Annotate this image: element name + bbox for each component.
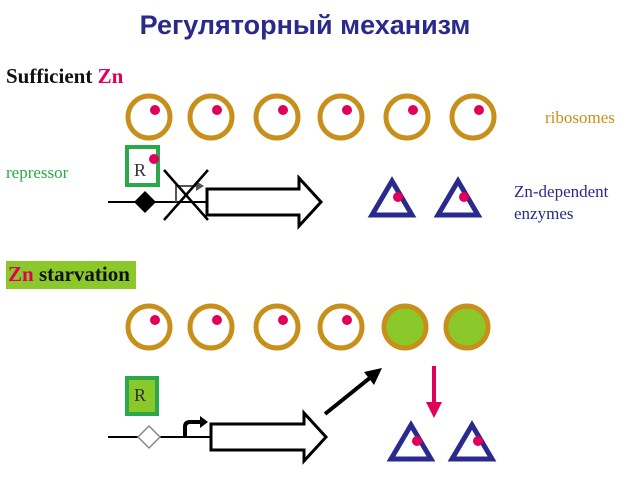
promoter-arrow-icon	[175, 185, 196, 202]
ribosome-zn-bound	[452, 96, 494, 138]
ribosome-zn-bound	[128, 96, 170, 138]
ribosome-zn-bound	[190, 306, 232, 348]
repressor-letter: R	[134, 160, 146, 180]
gene-arrow-icon	[205, 174, 324, 230]
section-prefix: Sufficient	[6, 64, 98, 88]
section-label-zn-starvation: Zn starvation	[6, 261, 136, 289]
ribosome-zn-bound	[128, 306, 170, 348]
repressor-letter: R	[134, 385, 146, 405]
ribosome-zn-bound	[320, 306, 362, 348]
ribosomes-label: ribosomes	[545, 108, 615, 127]
repressor-free: R	[125, 376, 159, 416]
block-x-icon	[163, 169, 209, 221]
ribosome-zn-bound	[190, 96, 232, 138]
ribosome-zn-bound	[320, 96, 362, 138]
ribosome-zn-bound	[256, 306, 298, 348]
promoter-arrowhead-icon	[200, 416, 208, 428]
section-suffix: starvation	[33, 262, 130, 286]
page-title: Регуляторный механизм	[139, 10, 471, 40]
promoter-arrow-icon	[183, 420, 200, 437]
zn-symbol: Zn	[8, 262, 34, 286]
ribosome-zn-bound	[386, 96, 428, 138]
section-label-sufficient-zn: Sufficient Zn	[6, 64, 123, 89]
ribosome-zn-free	[446, 306, 488, 348]
zn-enzyme	[438, 181, 478, 215]
operator-free-icon	[136, 424, 162, 450]
operator-bound-icon	[134, 191, 156, 213]
repressor-label: repressor	[6, 163, 69, 182]
enzymes-label: Zn-dependent enzymes	[514, 181, 608, 225]
ribosome-zn-bound	[256, 96, 298, 138]
zn-enzyme	[452, 425, 492, 459]
gene-arrow-icon	[209, 409, 329, 465]
repressor-bound: R	[125, 145, 160, 187]
expression-arrow-icon	[323, 375, 373, 416]
zn-symbol: Zn	[97, 64, 124, 88]
zinc-ion	[149, 154, 159, 164]
ribosome-zn-free	[384, 306, 426, 348]
enzymes-label-line2: enzymes	[514, 204, 574, 223]
zinc-release-arrowhead-icon	[426, 402, 442, 418]
expression-arrowhead-icon	[364, 368, 382, 385]
zn-enzyme	[391, 425, 431, 459]
enzymes-label-line1: Zn-dependent	[514, 182, 609, 201]
promoter-arrowhead-icon	[196, 181, 204, 191]
zn-enzyme	[372, 181, 412, 215]
